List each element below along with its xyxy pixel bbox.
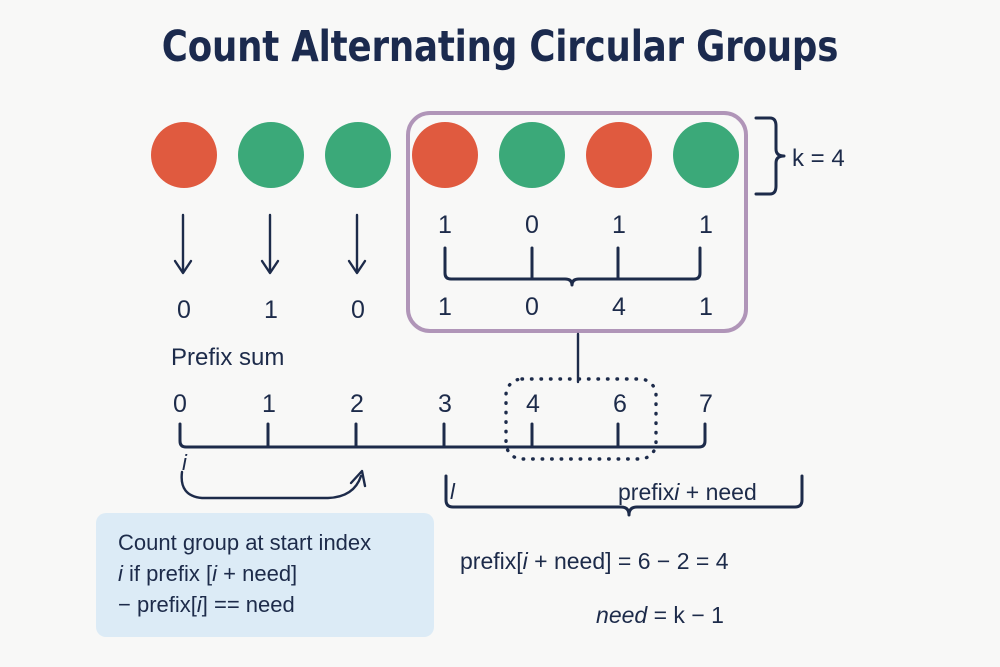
circle-3 (412, 122, 478, 188)
group-bottom-2: 4 (612, 293, 626, 321)
circle-2 (325, 122, 391, 188)
prefix-value-0: 0 (173, 390, 187, 418)
group-bottom-0: 1 (438, 293, 452, 321)
eq1-i: i (522, 548, 528, 574)
group-top-0: 1 (438, 211, 452, 239)
i-pointer-label: i (182, 450, 187, 475)
circle-6 (673, 122, 739, 188)
callout-line-3: − prefix[i] == need (118, 589, 434, 620)
callout-line-1: Count group at start index (118, 530, 372, 555)
prefix-number-line (178, 422, 707, 449)
arrow-value-2: 0 (351, 296, 365, 324)
prefix-value-4: 4 (526, 390, 540, 418)
group-top-2: 1 (612, 211, 626, 239)
span-expr-rest: + need (685, 479, 757, 505)
k-label: k = 4 (792, 145, 845, 172)
span-expr-prefix: prefix (618, 479, 675, 505)
equation-need: need = k − 1 (460, 602, 860, 629)
callout-l2-tail: + need] (223, 561, 298, 586)
k-brace-icon (754, 116, 786, 196)
span-expr-i: i (674, 479, 680, 505)
callout-l2-i2: i (212, 561, 218, 586)
prefix-value-1: 1 (262, 390, 276, 418)
callout-l2-rest: if prefix [ (122, 561, 213, 586)
group-bottom-3: 1 (699, 293, 713, 321)
eq2-italic: need (596, 602, 648, 628)
group-highlight-box (406, 111, 748, 333)
circle-1 (238, 122, 304, 188)
i-curved-arrow-icon (180, 469, 367, 500)
group-top-1: 0 (525, 211, 539, 239)
equation-prefix: prefix[i + need] = 6 − 2 = 4 (460, 548, 860, 575)
arrow-value-0: 0 (177, 296, 191, 324)
span-brace-icon (444, 474, 804, 517)
callout-box: Count group at start index i if prefix [… (96, 513, 434, 637)
callout-l2-i: i (118, 561, 123, 586)
range-dotted-box (504, 377, 658, 461)
circle-5 (586, 122, 652, 188)
callout-l3-pre: − prefix[ (118, 592, 197, 617)
circle-4 (499, 122, 565, 188)
eq1-pre: prefix[ (460, 548, 523, 574)
circle-0 (151, 122, 217, 188)
group-top-3: 1 (699, 211, 713, 239)
prefix-value-5: 6 (613, 390, 627, 418)
prefix-value-3: 3 (438, 390, 452, 418)
prefix-sum-label: Prefix sum (171, 344, 285, 371)
span-expression-label: prefixi + need (618, 479, 757, 506)
eq1-post: + need] = 6 − 2 = 4 (534, 548, 729, 574)
arrow-value-1: 1 (264, 296, 278, 324)
callout-l3-tail: ] == need (201, 592, 295, 617)
group-to-range-connector (576, 332, 580, 384)
prefix-value-2: 2 (350, 390, 364, 418)
group-brace-icon (443, 246, 702, 287)
callout-l3-i: i (196, 592, 202, 617)
eq2-rest: = k − 1 (647, 602, 724, 628)
callout-line-2: i if prefix [i + need] (118, 558, 434, 589)
page-title: Count Alternating Circular Groups (161, 22, 839, 72)
down-arrows-icon (173, 213, 367, 275)
group-bottom-1: 0 (525, 293, 539, 321)
l-pointer-label: l (450, 479, 455, 504)
prefix-value-6: 7 (699, 390, 713, 418)
